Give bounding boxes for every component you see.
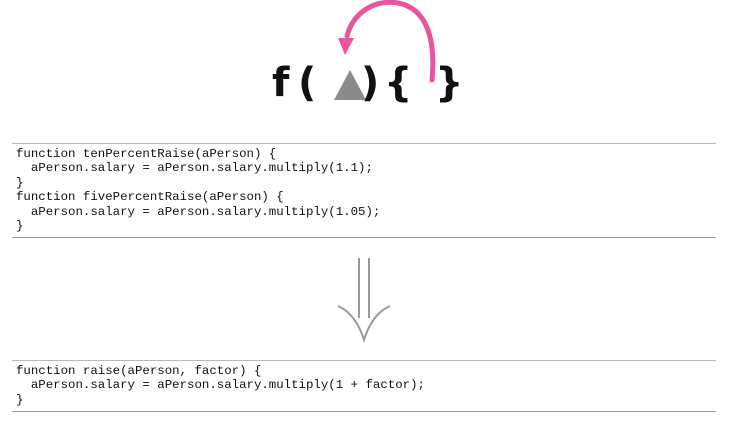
after-code-block: function raise(aPerson, factor) { aPerso… [12, 360, 716, 412]
curved-arrow-head-icon [338, 38, 354, 55]
double-down-arrow-icon [334, 256, 394, 344]
after-code-line: aPerson.salary = aPerson.salary.multiply… [16, 378, 425, 393]
open-brace: { [384, 60, 412, 106]
before-code-block: function tenPercentRaise(aPerson) { aPer… [12, 143, 716, 238]
before-code-line: } [16, 175, 24, 190]
close-paren: ) [361, 60, 379, 106]
before-code-line: aPerson.salary = aPerson.salary.multiply… [16, 161, 373, 176]
after-code-line: function raise(aPerson, factor) { [16, 364, 262, 378]
open-paren: ( [298, 60, 316, 106]
double-down-arrow-graphic [337, 258, 391, 344]
before-code-line: } [16, 219, 24, 234]
curved-arrow-icon [344, 0, 436, 83]
triangle-parameter-icon [334, 70, 366, 100]
parameterize-function-logo: f ( ) { } [262, 0, 472, 112]
before-code-line: aPerson.salary = aPerson.salary.multiply… [16, 204, 381, 219]
close-brace: } [435, 60, 463, 106]
function-letter: f [272, 60, 290, 106]
after-code-line: } [16, 392, 24, 407]
logo-graphic: f ( ) { } [272, 0, 463, 106]
before-code-line: function tenPercentRaise(aPerson) { [16, 147, 277, 161]
before-code-line: function fivePercentRaise(aPerson) { [16, 190, 284, 205]
